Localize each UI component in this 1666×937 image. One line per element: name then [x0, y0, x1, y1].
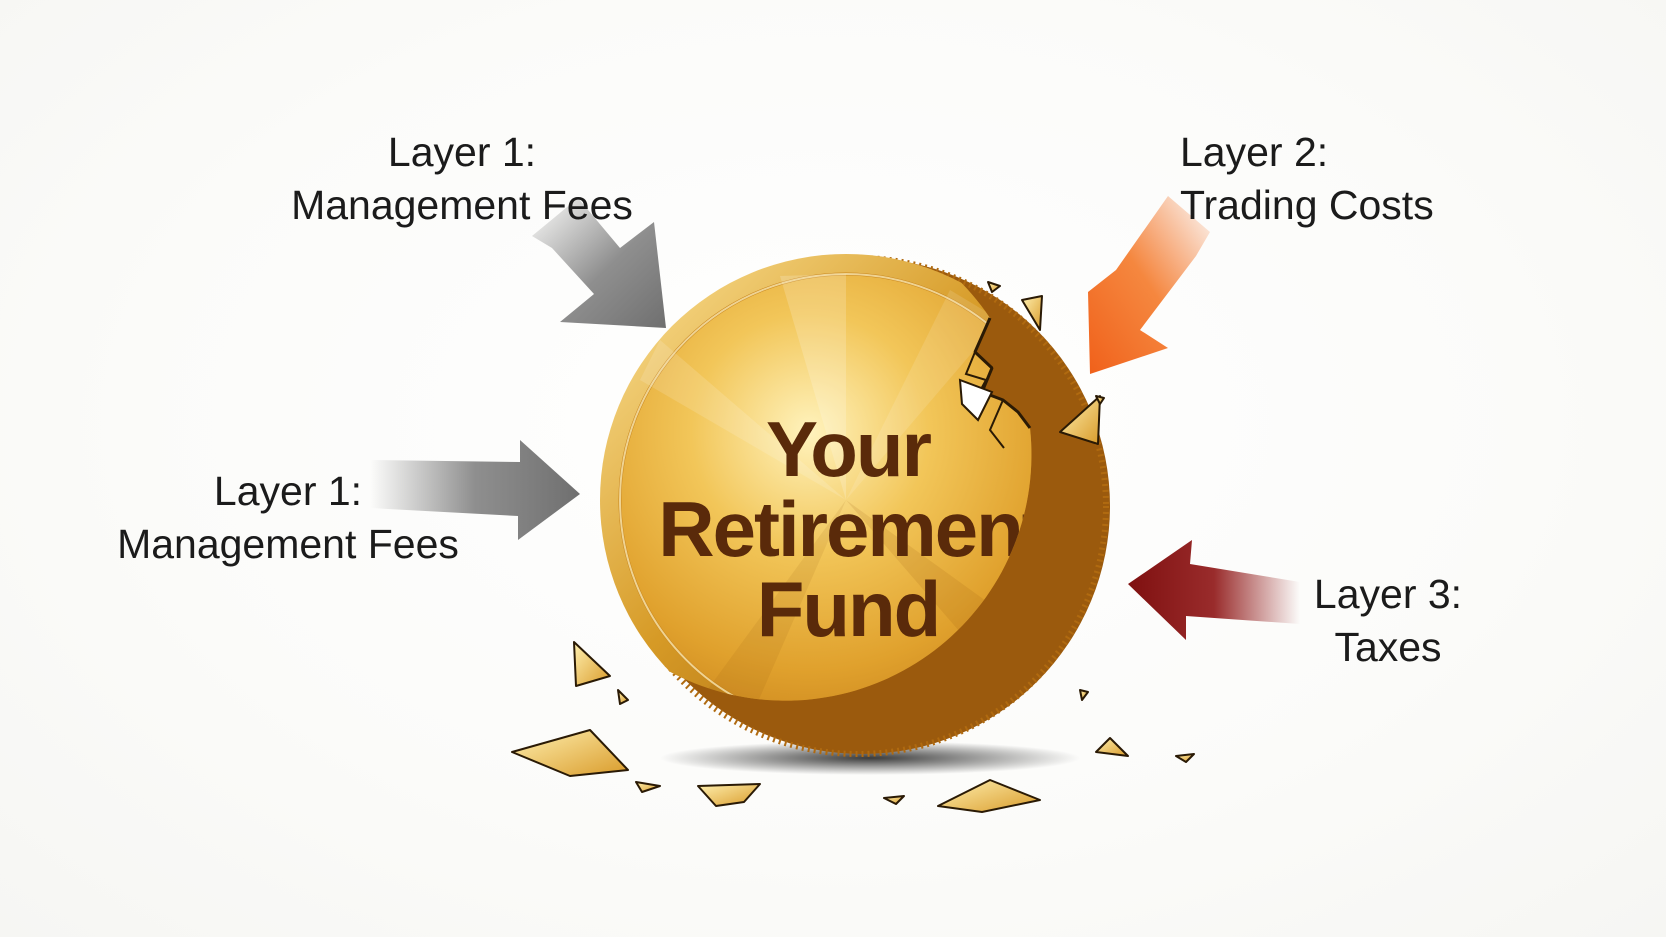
coin-shadow: [660, 741, 1080, 775]
label-layer3: Layer 3: Taxes: [1288, 568, 1488, 674]
label-layer1-middle: Layer 1: Management Fees: [100, 465, 476, 571]
label-layer1-top-line2: Management Fees: [291, 182, 633, 228]
coin-text-line3: Fund: [757, 565, 940, 653]
label-layer2: Layer 2: Trading Costs: [1180, 126, 1434, 232]
label-layer2-line2: Trading Costs: [1180, 182, 1434, 228]
label-layer1-middle-line2: Management Fees: [117, 521, 459, 567]
coin: Your Retirement Fund: [600, 254, 1110, 757]
layer3-arrow: [1128, 540, 1300, 640]
layer2-arrow: [1088, 196, 1210, 374]
label-layer1-middle-line1: Layer 1:: [213, 468, 363, 514]
label-layer2-line1: Layer 2:: [1180, 129, 1329, 175]
label-layer1-top-line1: Layer 1:: [387, 129, 537, 175]
layer1-top-arrow: [532, 198, 666, 328]
label-layer3-line1: Layer 3:: [1313, 571, 1463, 617]
label-layer1-top: Layer 1: Management Fees: [276, 126, 648, 232]
coin-text-line1: Your: [766, 405, 932, 493]
coin-shards: [511, 281, 1195, 813]
layer1-middle-arrow: [370, 440, 580, 540]
coin-text-line2: Retirement: [658, 485, 1047, 573]
label-layer3-line2: Taxes: [1334, 624, 1442, 670]
